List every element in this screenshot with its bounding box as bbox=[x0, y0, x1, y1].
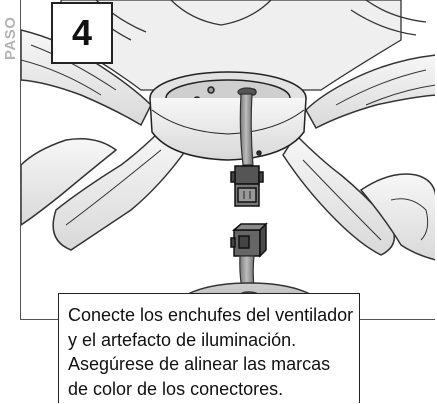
light-connector-plug bbox=[230, 222, 268, 258]
caption-line-1: Conecte los enchufes del ventilador bbox=[68, 305, 354, 325]
caption-line-3: Asegúrese de alinear las marcas bbox=[68, 354, 331, 374]
caption-line-2: y el artefacto de iluminación. bbox=[68, 329, 297, 350]
fan-wiring-illustration bbox=[21, 0, 435, 319]
fan-connector-plug bbox=[230, 165, 264, 207]
blade-arm-lower-left bbox=[21, 128, 188, 251]
illustration-frame: 4 bbox=[20, 0, 435, 320]
switch-housing bbox=[149, 71, 307, 161]
blade-arm-lower-right bbox=[282, 133, 435, 261]
fan-wire-cord bbox=[237, 87, 257, 166]
step-number-badge: 4 bbox=[51, 2, 113, 64]
step-word-label: PASO bbox=[2, 16, 19, 60]
blade-arm-upper-right bbox=[305, 54, 435, 130]
caption-line-4: de color de los conectores. bbox=[68, 378, 284, 399]
instruction-caption: Conecte los enchufes del ventilador y el… bbox=[58, 293, 360, 403]
